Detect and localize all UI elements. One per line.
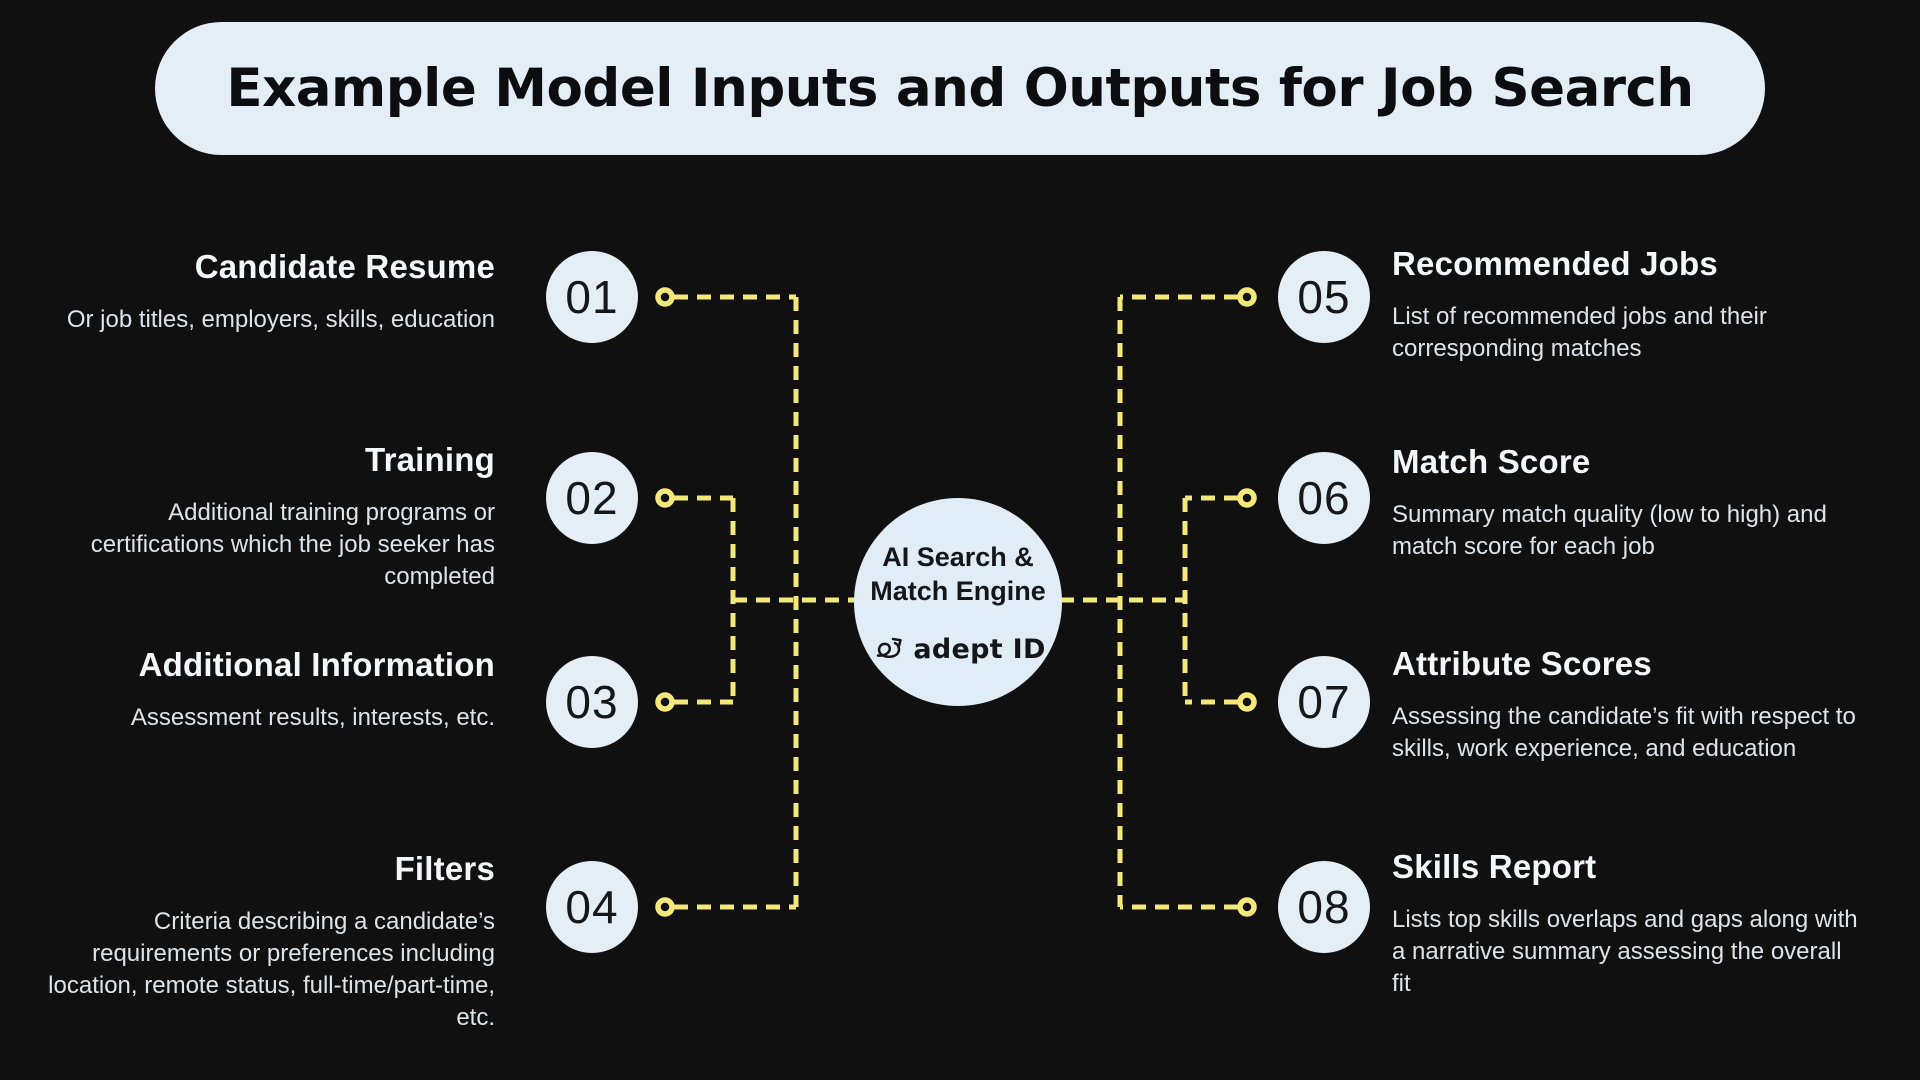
step-number: 06 <box>1297 472 1351 524</box>
ai-engine-node: AI Search & Match Engine adept ID <box>854 498 1062 706</box>
output-item-attribute-scores: Attribute Scores Assessing the candidate… <box>1392 645 1862 765</box>
engine-name-line1: AI Search & <box>882 541 1034 572</box>
input-item-training: Training Additional training programs or… <box>40 441 495 593</box>
connector-dot <box>655 897 675 917</box>
connector-dot <box>655 287 675 307</box>
step-circle-03: 03 <box>546 656 638 748</box>
item-heading: Training <box>365 441 495 478</box>
input-item-filters: Filters Criteria describing a candidate’… <box>40 850 495 1034</box>
item-heading: Filters <box>394 850 495 887</box>
item-description: Or job titles, employers, skills, educat… <box>66 306 495 333</box>
step-number: 03 <box>565 676 619 728</box>
step-circle-04: 04 <box>546 861 638 953</box>
item-description: Assessing the candidate’s fit with respe… <box>1392 703 1856 762</box>
step-circle-02: 02 <box>546 452 638 544</box>
item-heading: Recommended Jobs <box>1392 245 1718 282</box>
title-banner: Example Model Inputs and Outputs for Job… <box>155 22 1765 155</box>
output-item-recommended-jobs: Recommended Jobs List of recommended job… <box>1392 245 1862 365</box>
step-circle-01: 01 <box>546 251 638 343</box>
item-description: Lists top skills overlaps and gaps along… <box>1392 906 1858 997</box>
item-description: Criteria describing a candidate’s requir… <box>48 908 495 1031</box>
step-circle-06: 06 <box>1278 452 1370 544</box>
connector-dot <box>1237 692 1257 712</box>
step-number: 07 <box>1297 676 1351 728</box>
page-title: Example Model Inputs and Outputs for Job… <box>226 58 1694 119</box>
output-item-match-score: Match Score Summary match quality (low t… <box>1392 443 1862 563</box>
engine-name-line2: Match Engine <box>870 575 1046 606</box>
item-heading: Candidate Resume <box>194 248 495 285</box>
item-heading: Skills Report <box>1392 848 1597 885</box>
step-circle-08: 08 <box>1278 861 1370 953</box>
input-item-additional-information: Additional Information Assessment result… <box>40 646 495 734</box>
step-number: 08 <box>1297 881 1351 933</box>
step-number: 05 <box>1297 271 1351 323</box>
item-description: List of recommended jobs and their corre… <box>1392 303 1767 362</box>
item-heading: Additional Information <box>138 646 495 683</box>
item-description: Additional training programs or certific… <box>90 499 495 590</box>
step-number: 04 <box>565 881 619 933</box>
step-number: 01 <box>565 271 619 323</box>
connector-dot <box>1237 897 1257 917</box>
step-circle-07: 07 <box>1278 656 1370 748</box>
item-heading: Match Score <box>1392 443 1591 480</box>
step-number: 02 <box>565 472 619 524</box>
step-circle-05: 05 <box>1278 251 1370 343</box>
logo-text: adept ID <box>913 633 1046 665</box>
item-description: Summary match quality (low to high) and … <box>1392 501 1827 560</box>
connector-dot <box>655 488 675 508</box>
adept-squiggle-arrow-icon <box>877 637 903 658</box>
adept-logo: adept ID <box>870 634 1045 665</box>
connector-dot <box>655 692 675 712</box>
item-heading: Attribute Scores <box>1392 645 1652 682</box>
item-description: Assessment results, interests, etc. <box>130 704 495 731</box>
output-item-skills-report: Skills Report Lists top skills overlaps … <box>1392 848 1862 1000</box>
connector-dot <box>1237 488 1257 508</box>
connector-dot <box>1237 287 1257 307</box>
input-item-candidate-resume: Candidate Resume Or job titles, employer… <box>40 248 495 336</box>
